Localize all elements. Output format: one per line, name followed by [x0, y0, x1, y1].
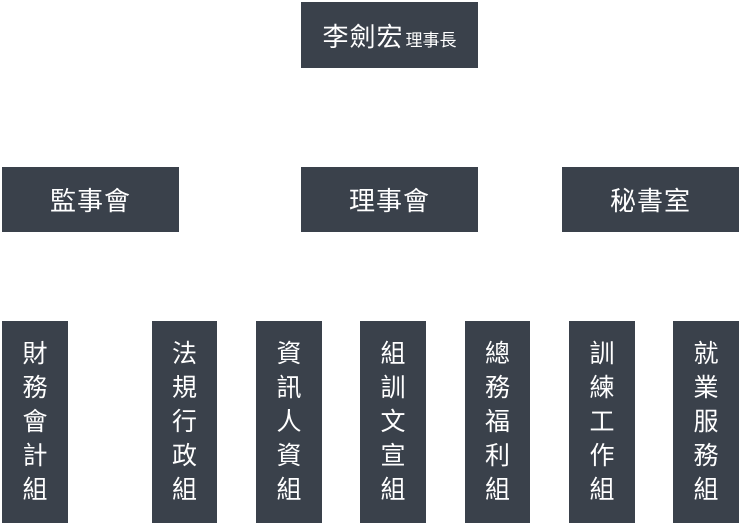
dept-label-char: 組 — [380, 475, 406, 504]
dept-label-char: 組 — [380, 339, 406, 368]
dept-label-char: 文 — [380, 407, 406, 436]
dept-label-char: 務 — [693, 441, 719, 470]
dept-training-promo-box: 組訓文宣組 — [360, 321, 426, 523]
dept-label-char: 練 — [589, 373, 615, 402]
dept-label-char: 資 — [276, 441, 302, 470]
dept-label-char: 政 — [171, 441, 197, 470]
dept-label-char: 務 — [22, 373, 48, 402]
secretariat-label: 秘書室 — [609, 187, 691, 217]
dept-label-char: 訓 — [589, 339, 615, 368]
dept-finance-box: 財務會計組 — [2, 321, 68, 523]
chairman-name: 李劍宏 — [322, 22, 404, 53]
dept-label-char: 組 — [171, 475, 197, 504]
dept-label-char: 資 — [276, 339, 302, 368]
dept-label-char: 組 — [589, 475, 615, 504]
dept-label-char: 總 — [484, 339, 510, 368]
dept-label-char: 作 — [589, 441, 615, 470]
dept-label-char: 組 — [276, 475, 302, 504]
dept-label-char: 業 — [693, 373, 719, 402]
dept-label-char: 財 — [22, 339, 48, 368]
dept-label-char: 計 — [22, 441, 48, 470]
dept-label: 總務福利組 — [485, 337, 510, 507]
dept-label: 就業服務組 — [693, 337, 718, 507]
chairman-title: 理事長 — [405, 30, 457, 51]
dept-label-char: 組 — [22, 475, 48, 504]
dept-label-char: 規 — [171, 373, 197, 402]
dept-label-char: 訊 — [276, 373, 302, 402]
dept-label-char: 人 — [276, 407, 302, 436]
supervisors-label: 監事會 — [49, 187, 131, 217]
dept-label-char: 行 — [171, 407, 197, 436]
dept-label-char: 服 — [693, 407, 719, 436]
supervisors-box: 監事會 — [2, 167, 179, 232]
dept-info-hr-box: 資訊人資組 — [256, 321, 322, 523]
dept-label: 組訓文宣組 — [380, 337, 405, 507]
secretariat-box: 秘書室 — [562, 167, 739, 232]
chairman-box: 李劍宏 理事長 — [301, 2, 478, 68]
dept-label-char: 會 — [22, 407, 48, 436]
dept-label-char: 就 — [693, 339, 719, 368]
dept-label-char: 宣 — [380, 441, 406, 470]
dept-label-char: 利 — [484, 441, 510, 470]
dept-label: 資訊人資組 — [276, 337, 301, 507]
dept-training-work-box: 訓練工作組 — [569, 321, 635, 523]
board-label: 理事會 — [348, 187, 430, 217]
dept-label-char: 福 — [484, 407, 510, 436]
dept-label-char: 工 — [589, 407, 615, 436]
dept-employment-box: 就業服務組 — [673, 321, 739, 523]
dept-label: 法規行政組 — [172, 337, 197, 507]
dept-label: 訓練工作組 — [589, 337, 614, 507]
board-box: 理事會 — [301, 167, 478, 232]
dept-label: 財務會計組 — [22, 337, 47, 507]
dept-legal-admin-box: 法規行政組 — [152, 321, 217, 523]
dept-label-char: 訓 — [380, 373, 406, 402]
dept-label-char: 組 — [484, 475, 510, 504]
dept-label-char: 務 — [484, 373, 510, 402]
dept-welfare-box: 總務福利組 — [465, 321, 530, 523]
dept-label-char: 法 — [171, 339, 197, 368]
dept-label-char: 組 — [693, 475, 719, 504]
